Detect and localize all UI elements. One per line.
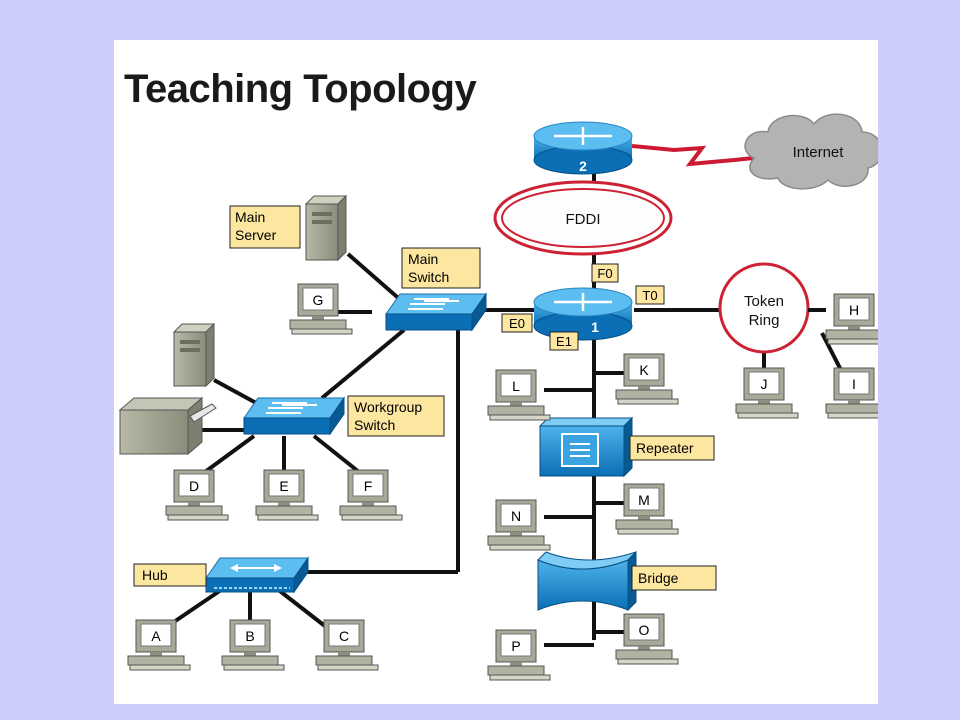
repeater bbox=[538, 416, 634, 478]
printer bbox=[118, 396, 217, 456]
host-m: M bbox=[615, 483, 679, 535]
svg-text:A: A bbox=[151, 628, 161, 644]
diagram-panel: Teaching Topology bbox=[114, 40, 878, 704]
svg-text:1: 1 bbox=[591, 319, 599, 335]
svg-text:B: B bbox=[245, 628, 254, 644]
svg-text:J: J bbox=[761, 376, 768, 392]
main-server bbox=[304, 194, 348, 262]
hub-label: Hub bbox=[133, 563, 207, 587]
host-o: O bbox=[615, 613, 679, 665]
token-ring: Token Ring bbox=[718, 262, 810, 354]
svg-text:Hub: Hub bbox=[142, 567, 168, 583]
workgroup-switch-label: Workgroup Switch bbox=[347, 395, 445, 437]
svg-text:K: K bbox=[639, 362, 649, 378]
svg-text:G: G bbox=[313, 292, 324, 308]
bridge-label: Bridge bbox=[631, 565, 717, 591]
host-b: B bbox=[221, 619, 285, 671]
topology-diagram: Internet 2 FDDI bbox=[118, 113, 878, 681]
bridge bbox=[537, 550, 637, 612]
svg-text:Switch: Switch bbox=[408, 269, 449, 285]
interface-e1-label: E1 bbox=[549, 331, 579, 351]
svg-text:C: C bbox=[339, 628, 349, 644]
svg-text:M: M bbox=[638, 492, 650, 508]
svg-text:Switch: Switch bbox=[354, 417, 395, 433]
main-switch-label: Main Switch bbox=[401, 247, 481, 289]
svg-text:2: 2 bbox=[579, 158, 587, 174]
svg-text:O: O bbox=[639, 622, 650, 638]
host-c: C bbox=[315, 619, 379, 671]
svg-text:Bridge: Bridge bbox=[638, 570, 679, 586]
svg-text:E1: E1 bbox=[556, 334, 572, 349]
svg-text:Main: Main bbox=[408, 251, 438, 267]
workgroup-switch bbox=[243, 396, 345, 436]
workgroup-server bbox=[172, 322, 216, 388]
diagram-title: Teaching Topology bbox=[124, 67, 477, 111]
svg-text:Token: Token bbox=[744, 293, 784, 310]
svg-text:Workgroup: Workgroup bbox=[354, 399, 422, 415]
host-a: A bbox=[127, 619, 191, 671]
router-1: 1 bbox=[533, 287, 633, 341]
svg-text:Internet: Internet bbox=[793, 144, 845, 161]
host-j: J bbox=[735, 367, 799, 419]
svg-text:L: L bbox=[512, 378, 520, 394]
svg-text:E0: E0 bbox=[509, 316, 525, 331]
main-switch bbox=[385, 292, 487, 332]
svg-text:F0: F0 bbox=[597, 266, 612, 281]
host-n: N bbox=[487, 499, 551, 551]
svg-text:Main: Main bbox=[235, 209, 265, 225]
host-l: L bbox=[487, 369, 551, 421]
host-k: K bbox=[615, 353, 679, 405]
main-server-label: Main Server bbox=[229, 205, 301, 249]
serial-link bbox=[631, 144, 755, 167]
host-i: I bbox=[825, 367, 878, 419]
host-f: F bbox=[339, 469, 403, 521]
svg-text:I: I bbox=[852, 376, 856, 392]
svg-text:N: N bbox=[511, 508, 521, 524]
svg-text:H: H bbox=[849, 302, 859, 318]
host-p: P bbox=[487, 629, 551, 681]
host-d: D bbox=[165, 469, 229, 521]
svg-text:F: F bbox=[364, 478, 373, 494]
svg-text:P: P bbox=[511, 638, 520, 654]
svg-text:E: E bbox=[279, 478, 288, 494]
host-e: E bbox=[255, 469, 319, 521]
host-h: H bbox=[825, 293, 878, 345]
svg-text:FDDI: FDDI bbox=[566, 211, 601, 228]
svg-text:Repeater: Repeater bbox=[636, 440, 694, 456]
router-2: 2 bbox=[533, 121, 633, 175]
svg-text:D: D bbox=[189, 478, 199, 494]
svg-text:T0: T0 bbox=[642, 288, 657, 303]
repeater-label: Repeater bbox=[629, 435, 715, 461]
svg-text:Server: Server bbox=[235, 227, 277, 243]
interface-t0-label: T0 bbox=[635, 285, 665, 305]
svg-text:Ring: Ring bbox=[749, 312, 780, 329]
fddi-ring: FDDI bbox=[493, 180, 673, 256]
hub bbox=[205, 556, 309, 594]
interface-f0-label: F0 bbox=[591, 263, 619, 283]
internet-cloud: Internet bbox=[744, 113, 878, 190]
interface-e0-label: E0 bbox=[501, 313, 533, 333]
host-g: G bbox=[289, 283, 353, 335]
